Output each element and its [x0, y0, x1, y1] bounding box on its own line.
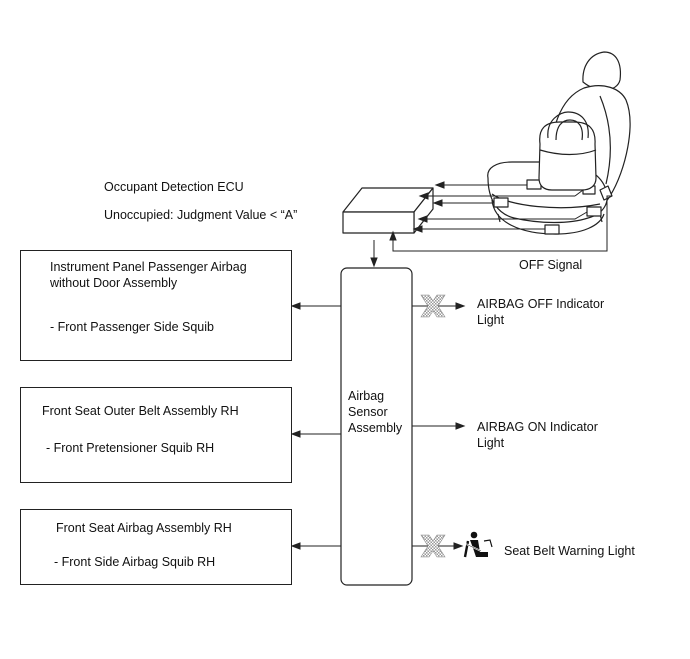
ecu-title: Occupant Detection ECU	[104, 180, 244, 194]
sensor-signal-lines	[389, 181, 612, 252]
box-title-line1: Front Seat Airbag Assembly RH	[56, 521, 232, 535]
sensor-to-squib-arrows	[290, 302, 341, 550]
seat-belt-icon	[463, 531, 493, 558]
box-squib-text: - Front Side Airbag Squib RH	[54, 555, 216, 569]
instrument-panel-airbag-box: Instrument Panel Passenger Airbag withou…	[20, 250, 292, 361]
airbag-sensor-label-line2: Sensor	[348, 405, 388, 419]
airbag-sensor-label-line3: Assembly	[348, 421, 403, 435]
box-title-line2: without Door Assembly	[50, 276, 178, 290]
airbag-sensor-label-line1: Airbag	[348, 389, 385, 403]
occupant-detection-ecu-box	[342, 187, 434, 234]
airbag-on-indicator-label-line2: Light	[477, 436, 505, 450]
blocked-signal-x-icon	[420, 534, 446, 558]
passenger-seat-illustration	[487, 51, 631, 235]
ecu-judgment-text: Unoccupied: Judgment Value < “A”	[104, 208, 298, 222]
airbag-off-indicator-label-line2: Light	[477, 313, 505, 327]
box-title-line1: Front Seat Outer Belt Assembly RH	[42, 404, 239, 418]
box-title-line1: Instrument Panel Passenger Airbag	[50, 260, 247, 274]
airbag-on-indicator-label-line1: AIRBAG ON Indicator	[477, 420, 598, 434]
ecu-to-sensor-arrow	[370, 240, 378, 268]
sensor-to-indicator-arrows	[412, 302, 466, 550]
box-squib-text: - Front Passenger Side Squib	[50, 320, 214, 334]
airbag-off-indicator-label-line1: AIRBAG OFF Indicator	[477, 297, 605, 311]
off-signal-label: OFF Signal	[519, 258, 583, 272]
seat-belt-warning-label: Seat Belt Warning Light	[504, 544, 635, 558]
box-squib-text: - Front Pretensioner Squib RH	[46, 441, 215, 455]
front-seat-outer-belt-box: Front Seat Outer Belt Assembly RH - Fron…	[20, 387, 292, 483]
blocked-signal-x-icon	[420, 294, 446, 318]
front-seat-airbag-box: Front Seat Airbag Assembly RH - Front Si…	[20, 509, 292, 585]
